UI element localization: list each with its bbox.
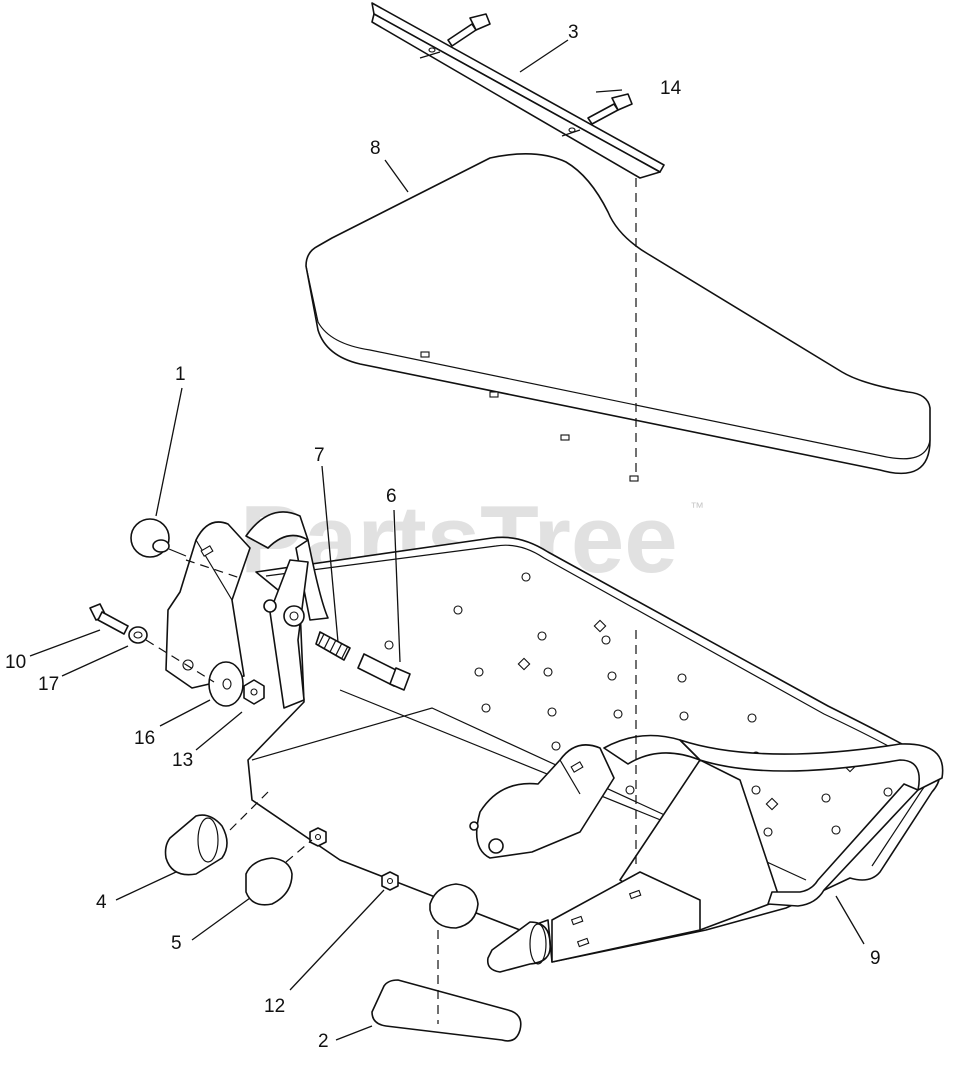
part-2-pad [371,979,522,1042]
callout-2: 2 [318,1031,329,1052]
part-5-bumper [245,857,293,906]
callout-13: 13 [172,750,193,771]
part-4-bumper-2 [486,921,551,973]
callout-8: 8 [370,138,381,159]
part-7-spring [315,631,351,661]
right-hinge-bracket [469,744,615,859]
callout-3: 3 [568,22,579,43]
part-1-knob [130,518,187,558]
part-13-nut [243,679,265,705]
part-4-bumper [164,814,228,876]
callout-4: 4 [96,892,107,913]
callout-1: 1 [175,364,186,385]
callout-7: 7 [314,445,325,466]
callout-17: 17 [38,674,59,695]
callout-14: 14 [660,78,682,99]
latch-plate [263,559,309,709]
watermark-trademark: ™ [690,499,704,515]
leader-lines [29,39,865,1041]
callout-16: 16 [134,728,155,749]
callout-9: 9 [870,948,881,969]
callout-6: 6 [386,486,397,507]
part-3-bracket [371,2,665,179]
callout-12: 12 [264,996,285,1017]
part-16-washer [208,661,244,707]
callout-5: 5 [171,933,182,954]
part-17-spacer [128,626,148,644]
part-14-bolts [447,13,633,125]
callout-10: 10 [5,652,26,673]
part-10-bolt [89,603,129,635]
part-8-pad [305,153,931,482]
part-5-bumper-2 [429,883,479,929]
callouts: 1 2 3 4 5 6 7 8 9 10 12 13 14 16 17 [5,22,881,1052]
part-6-pin [357,640,411,691]
assembly-lines [145,178,637,1024]
left-hinge-bracket [165,521,251,689]
